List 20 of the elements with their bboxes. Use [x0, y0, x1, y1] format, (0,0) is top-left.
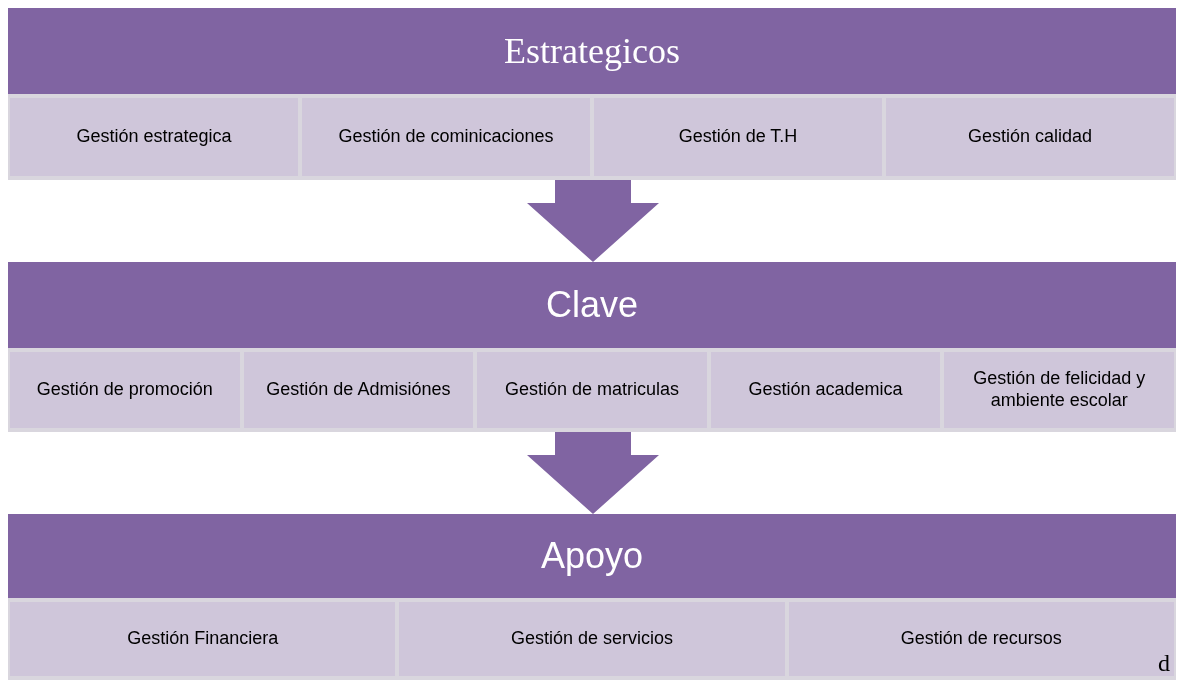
process-cell: Gestión estrategica — [10, 98, 298, 176]
process-group-panel — [8, 262, 1176, 432]
group-header: Clave — [8, 262, 1176, 348]
process-cell: Gestión de servicios — [399, 602, 785, 676]
group-header: Estrategicos — [8, 8, 1176, 94]
process-cell: Gestión de cominicaciones — [302, 98, 590, 176]
down-arrow — [527, 432, 659, 514]
process-cell: Gestión academica — [710, 352, 941, 428]
process-group-panel — [8, 8, 1176, 180]
process-cell: Gestión Financiera — [10, 602, 396, 676]
down-arrow — [527, 180, 659, 262]
stray-letter: d — [1158, 650, 1170, 677]
process-cell: Gestión de Admisiónes — [243, 352, 474, 428]
process-cell: Gestión calidad — [886, 98, 1174, 176]
process-cell: Gestión de T.H — [594, 98, 882, 176]
process-group-panel — [8, 514, 1176, 680]
process-cell: Gestión de promoción — [10, 352, 240, 428]
group-header: Apoyo — [8, 514, 1176, 598]
process-cell: Gestión de felicidad y ambiente escolar — [944, 352, 1174, 428]
process-cell: Gestión de matriculas — [477, 352, 707, 428]
